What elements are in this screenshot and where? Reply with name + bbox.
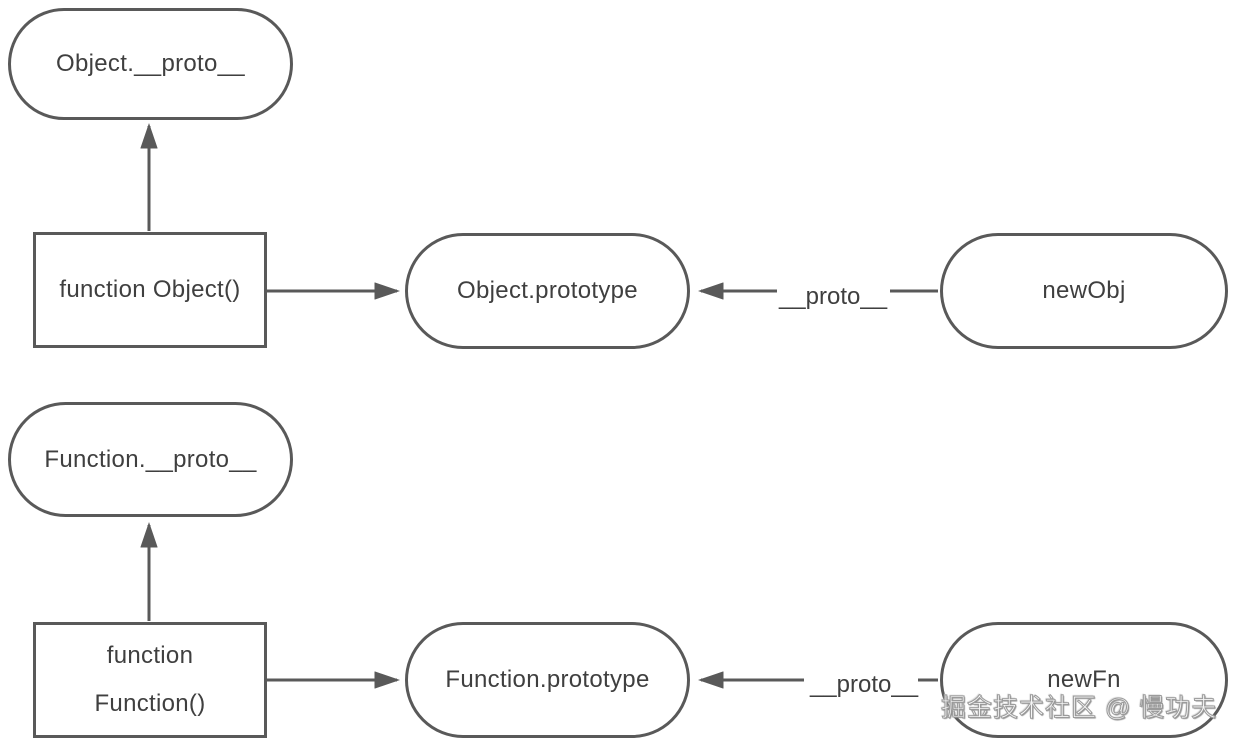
edge-label-proto-top: __proto__ — [778, 283, 888, 310]
node-object-prototype: Object.prototype — [405, 233, 690, 349]
edge-label-proto-bottom: __proto__ — [809, 671, 919, 698]
watermark: 掘金技术社区 @ 慢功夫 — [941, 694, 1218, 723]
node-object-proto: Object.__proto__ — [8, 8, 293, 120]
node-function-object: function Object() — [33, 232, 267, 348]
node-function-prototype: Function.prototype — [405, 622, 690, 738]
node-newobj: newObj — [940, 233, 1228, 349]
node-function-function-line2: Function() — [94, 690, 206, 717]
node-newfn: newFn — [940, 622, 1228, 738]
node-function-function-line1: function — [106, 642, 194, 669]
node-function-proto: Function.__proto__ — [8, 402, 293, 517]
node-function-function: function Function() — [33, 622, 267, 738]
